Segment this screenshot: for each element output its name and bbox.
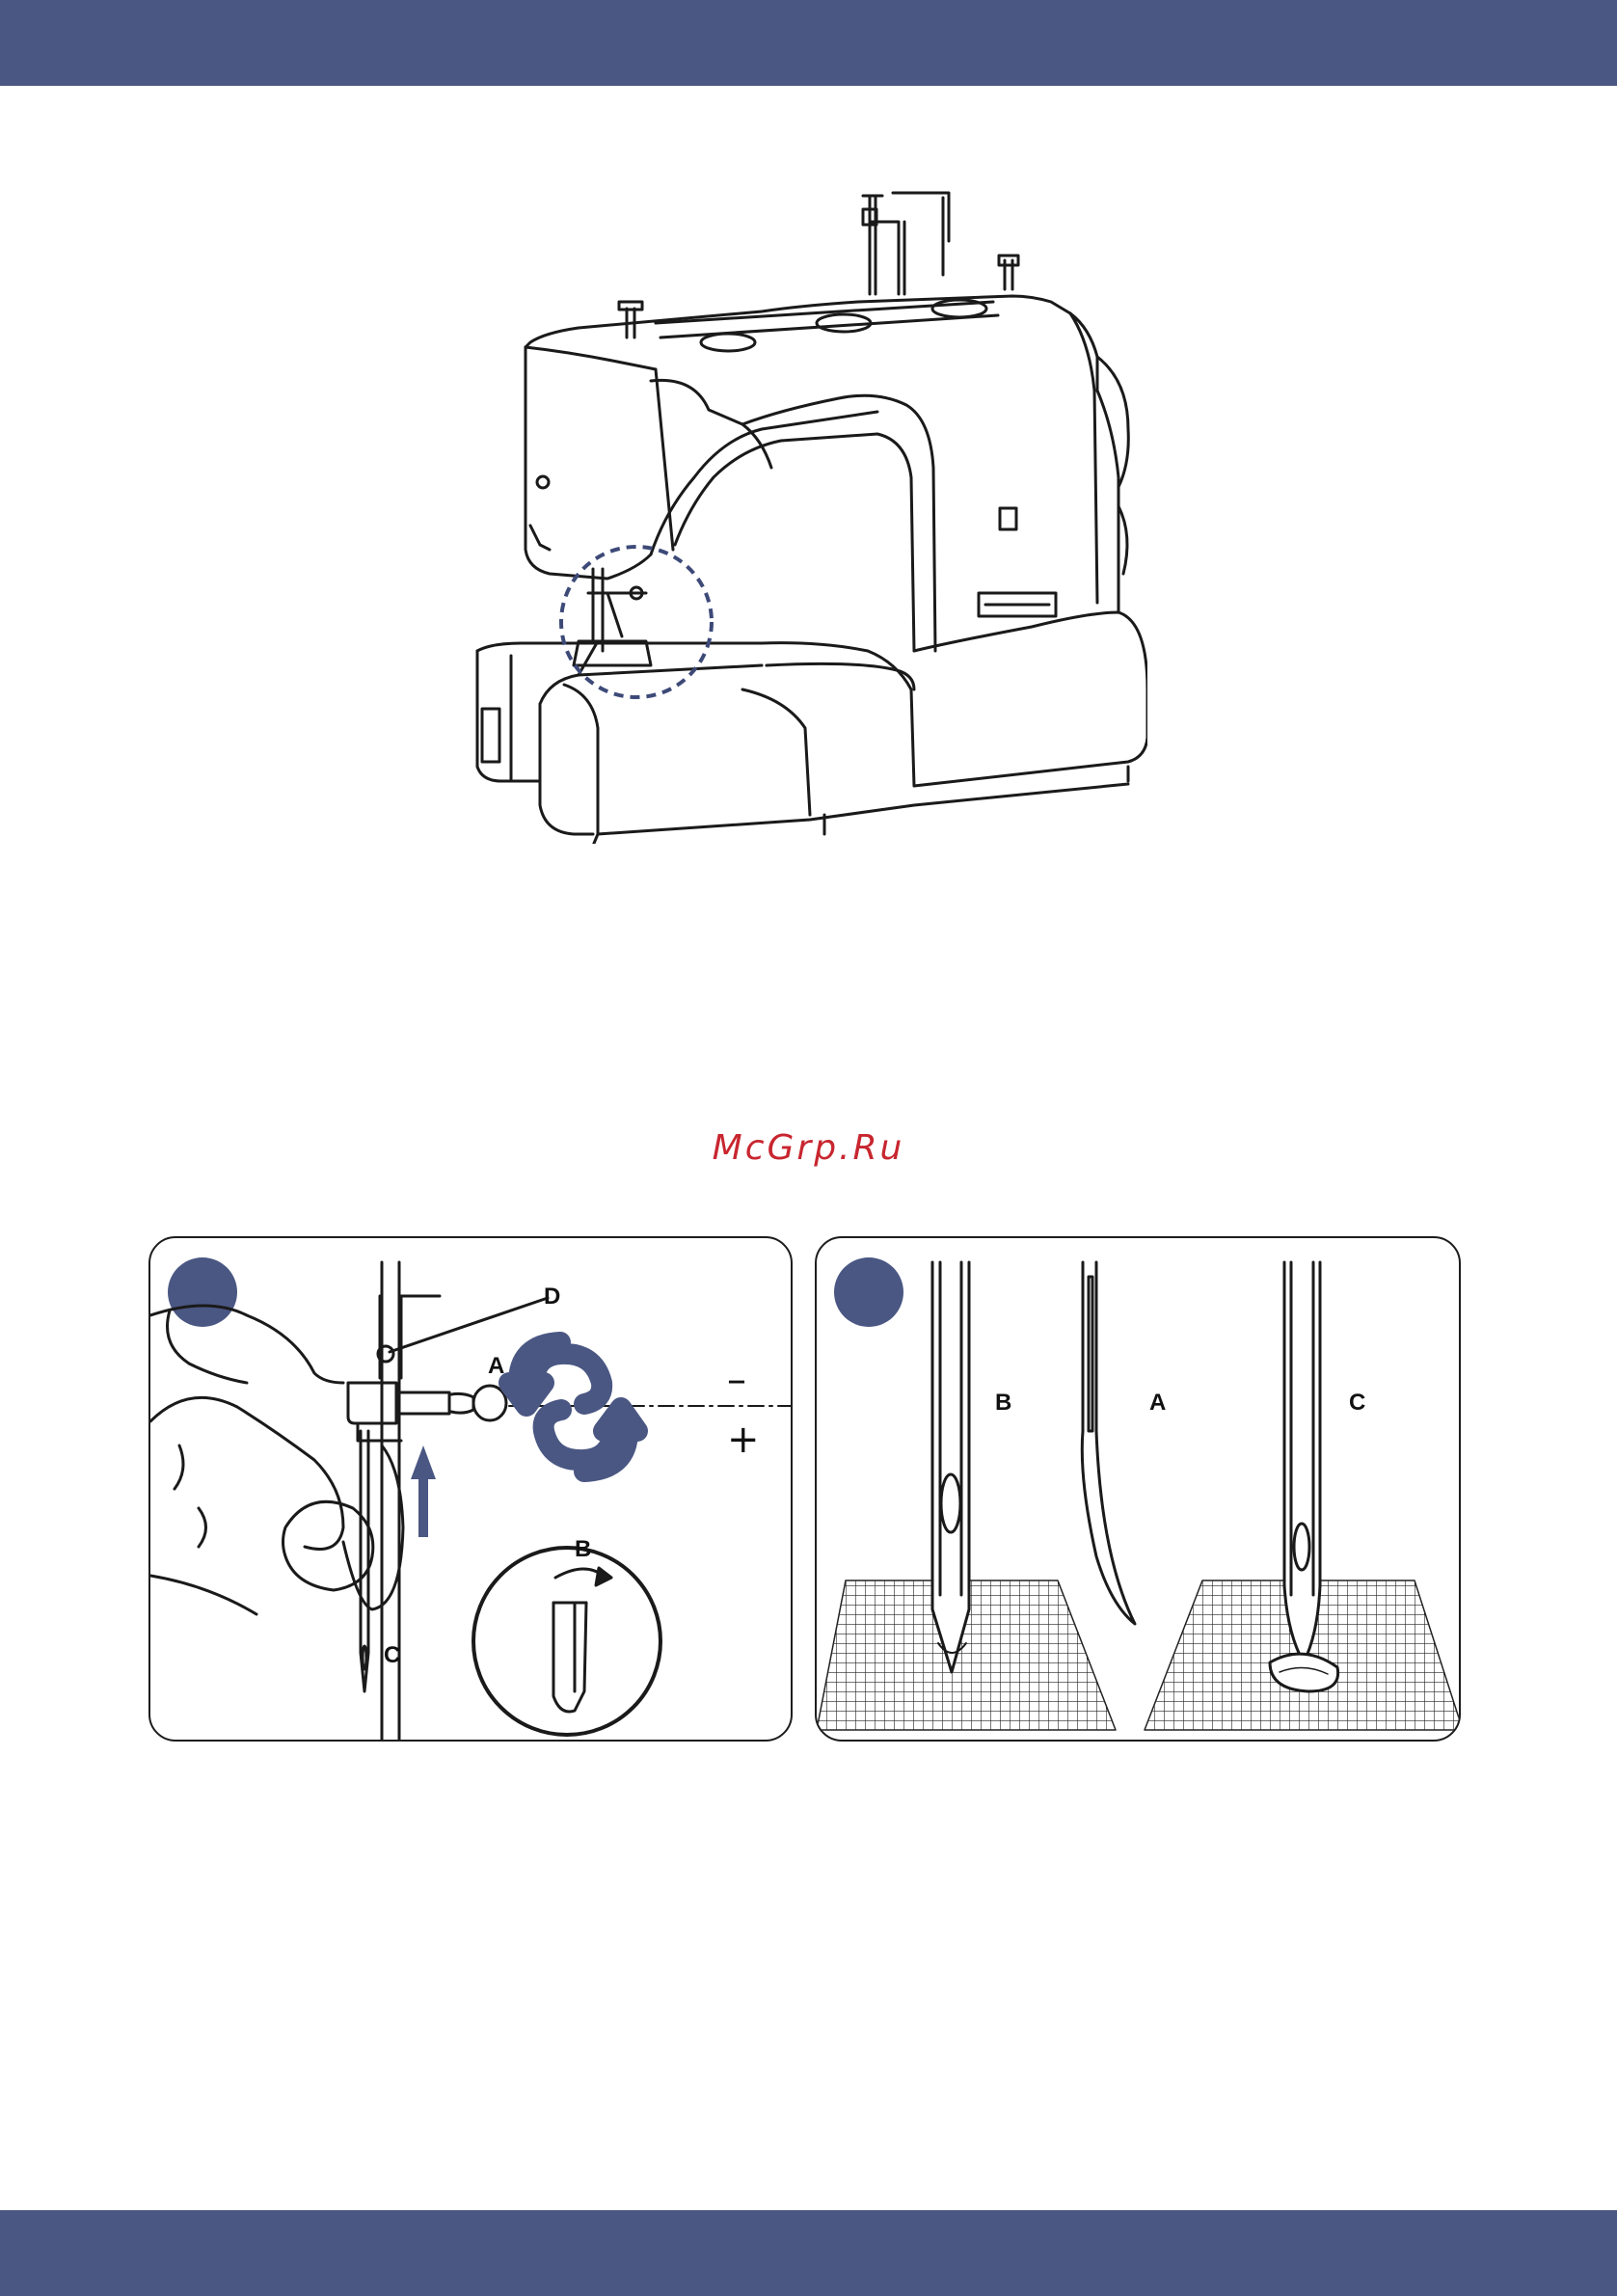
- watermark: McGrp.Ru: [0, 1128, 1617, 1168]
- label-c: C: [384, 1642, 400, 1668]
- rotate-arrow-icon: [509, 1342, 602, 1406]
- plus-sign: +: [727, 1418, 760, 1462]
- label-a: A: [488, 1353, 504, 1379]
- step-badge-right: [834, 1257, 903, 1327]
- needle-label-a: A: [1149, 1390, 1166, 1416]
- needle-types-figure: B A C: [815, 1236, 1461, 1742]
- label-d: D: [544, 1283, 560, 1310]
- header-bar: [0, 0, 1617, 86]
- footer-bar: [0, 2210, 1617, 2296]
- sewing-machine-illustration: [453, 188, 1147, 844]
- needle-flat-side-inset: [473, 1548, 660, 1735]
- needle-label-c: C: [1349, 1390, 1365, 1416]
- needle-area-highlight-circle: [554, 540, 718, 704]
- arrow-up-icon: [411, 1445, 436, 1537]
- needle-label-b: B: [995, 1390, 1011, 1416]
- minus-sign: –: [727, 1358, 746, 1402]
- label-b: B: [575, 1536, 591, 1562]
- step-badge-left: [168, 1257, 237, 1327]
- needle-insertion-figure: D A B C – +: [148, 1236, 793, 1742]
